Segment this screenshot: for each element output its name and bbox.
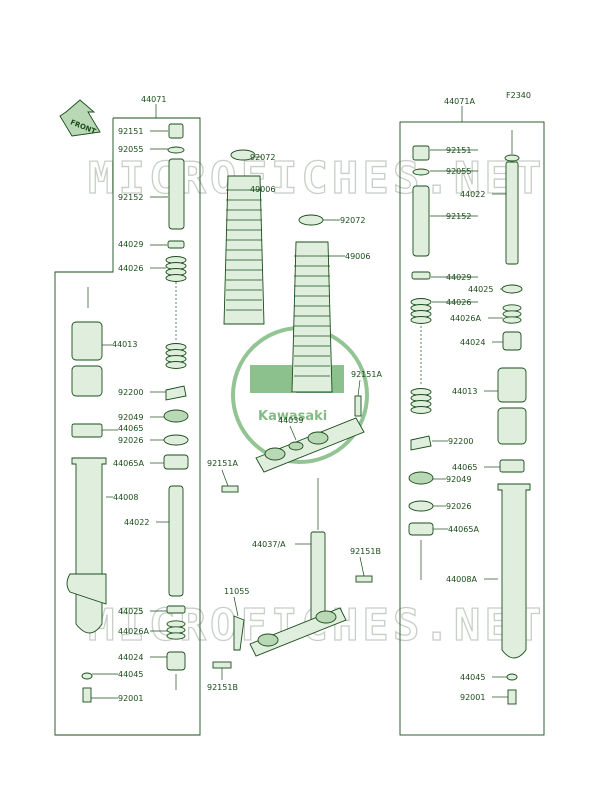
svg-text:11055: 11055 — [224, 587, 249, 596]
svg-text:44026A: 44026A — [118, 627, 149, 636]
svg-text:92055: 92055 — [118, 145, 143, 154]
leader-lines — [91, 130, 508, 699]
svg-text:44045: 44045 — [460, 673, 485, 682]
svg-text:Kawasaki: Kawasaki — [258, 409, 327, 424]
svg-text:49006: 49006 — [250, 185, 275, 194]
svg-text:92001: 92001 — [118, 694, 143, 703]
svg-text:49006: 49006 — [345, 252, 370, 261]
right-labels: 92151 92055 44022 92152 44029 44025 4402… — [446, 146, 493, 702]
svg-text:44065A: 44065A — [448, 525, 479, 534]
svg-text:44022: 44022 — [460, 190, 485, 199]
center-labels: 92072 49006 92072 49006 92151A 44039 921… — [207, 153, 382, 692]
right-parts — [408, 130, 531, 705]
svg-text:44025: 44025 — [118, 607, 143, 616]
svg-text:92072: 92072 — [340, 216, 365, 225]
svg-text:44026: 44026 — [446, 298, 471, 307]
watermark-top: MICROFICHES.NET — [88, 153, 545, 204]
svg-text:92151: 92151 — [446, 146, 471, 155]
svg-text:44022: 44022 — [124, 518, 149, 527]
svg-text:92152: 92152 — [446, 212, 471, 221]
left-assembly-frame — [54, 117, 201, 736]
svg-text:92072: 92072 — [250, 153, 275, 162]
svg-text:92200: 92200 — [118, 388, 143, 397]
svg-text:92049: 92049 — [118, 413, 143, 422]
right-assembly-title: 44071A — [444, 97, 475, 106]
svg-text:44045: 44045 — [118, 670, 143, 679]
svg-text:44008A: 44008A — [446, 575, 477, 584]
svg-text:92026: 92026 — [446, 502, 471, 511]
svg-text:44039: 44039 — [278, 416, 303, 425]
svg-text:92151: 92151 — [118, 127, 143, 136]
svg-text:92200: 92200 — [448, 437, 473, 446]
front-arrow-icon: FRONT — [59, 99, 101, 137]
svg-text:44065A: 44065A — [113, 459, 144, 468]
left-assembly-title: 44071 — [141, 95, 166, 104]
svg-text:92151A: 92151A — [207, 459, 238, 468]
figure-code: F2340 — [506, 91, 531, 100]
svg-text:44029: 44029 — [118, 240, 143, 249]
svg-text:92055: 92055 — [446, 167, 471, 176]
svg-text:44025: 44025 — [468, 285, 493, 294]
right-assembly-frame — [399, 121, 545, 736]
svg-text:92049: 92049 — [446, 475, 471, 484]
svg-text:44065: 44065 — [452, 463, 477, 472]
left-parts — [66, 123, 189, 703]
svg-text:44013: 44013 — [112, 340, 137, 349]
svg-text:92152: 92152 — [118, 193, 143, 202]
svg-text:44026A: 44026A — [450, 314, 481, 323]
svg-text:92026: 92026 — [118, 436, 143, 445]
svg-text:44029: 44029 — [446, 273, 471, 282]
left-labels: 92151 92055 92152 44029 44026 44013 9220… — [112, 127, 149, 703]
svg-text:44008: 44008 — [113, 493, 138, 502]
svg-text:92151B: 92151B — [207, 683, 238, 692]
svg-text:92151A: 92151A — [351, 370, 382, 379]
svg-text:44026: 44026 — [118, 264, 143, 273]
svg-text:92001: 92001 — [460, 693, 485, 702]
svg-text:44065: 44065 — [118, 424, 143, 433]
svg-text:44013: 44013 — [452, 387, 477, 396]
svg-text:44024: 44024 — [118, 653, 143, 662]
svg-text:44037/A: 44037/A — [252, 540, 286, 549]
svg-text:92151B: 92151B — [350, 547, 381, 556]
svg-text:44024: 44024 — [460, 338, 485, 347]
